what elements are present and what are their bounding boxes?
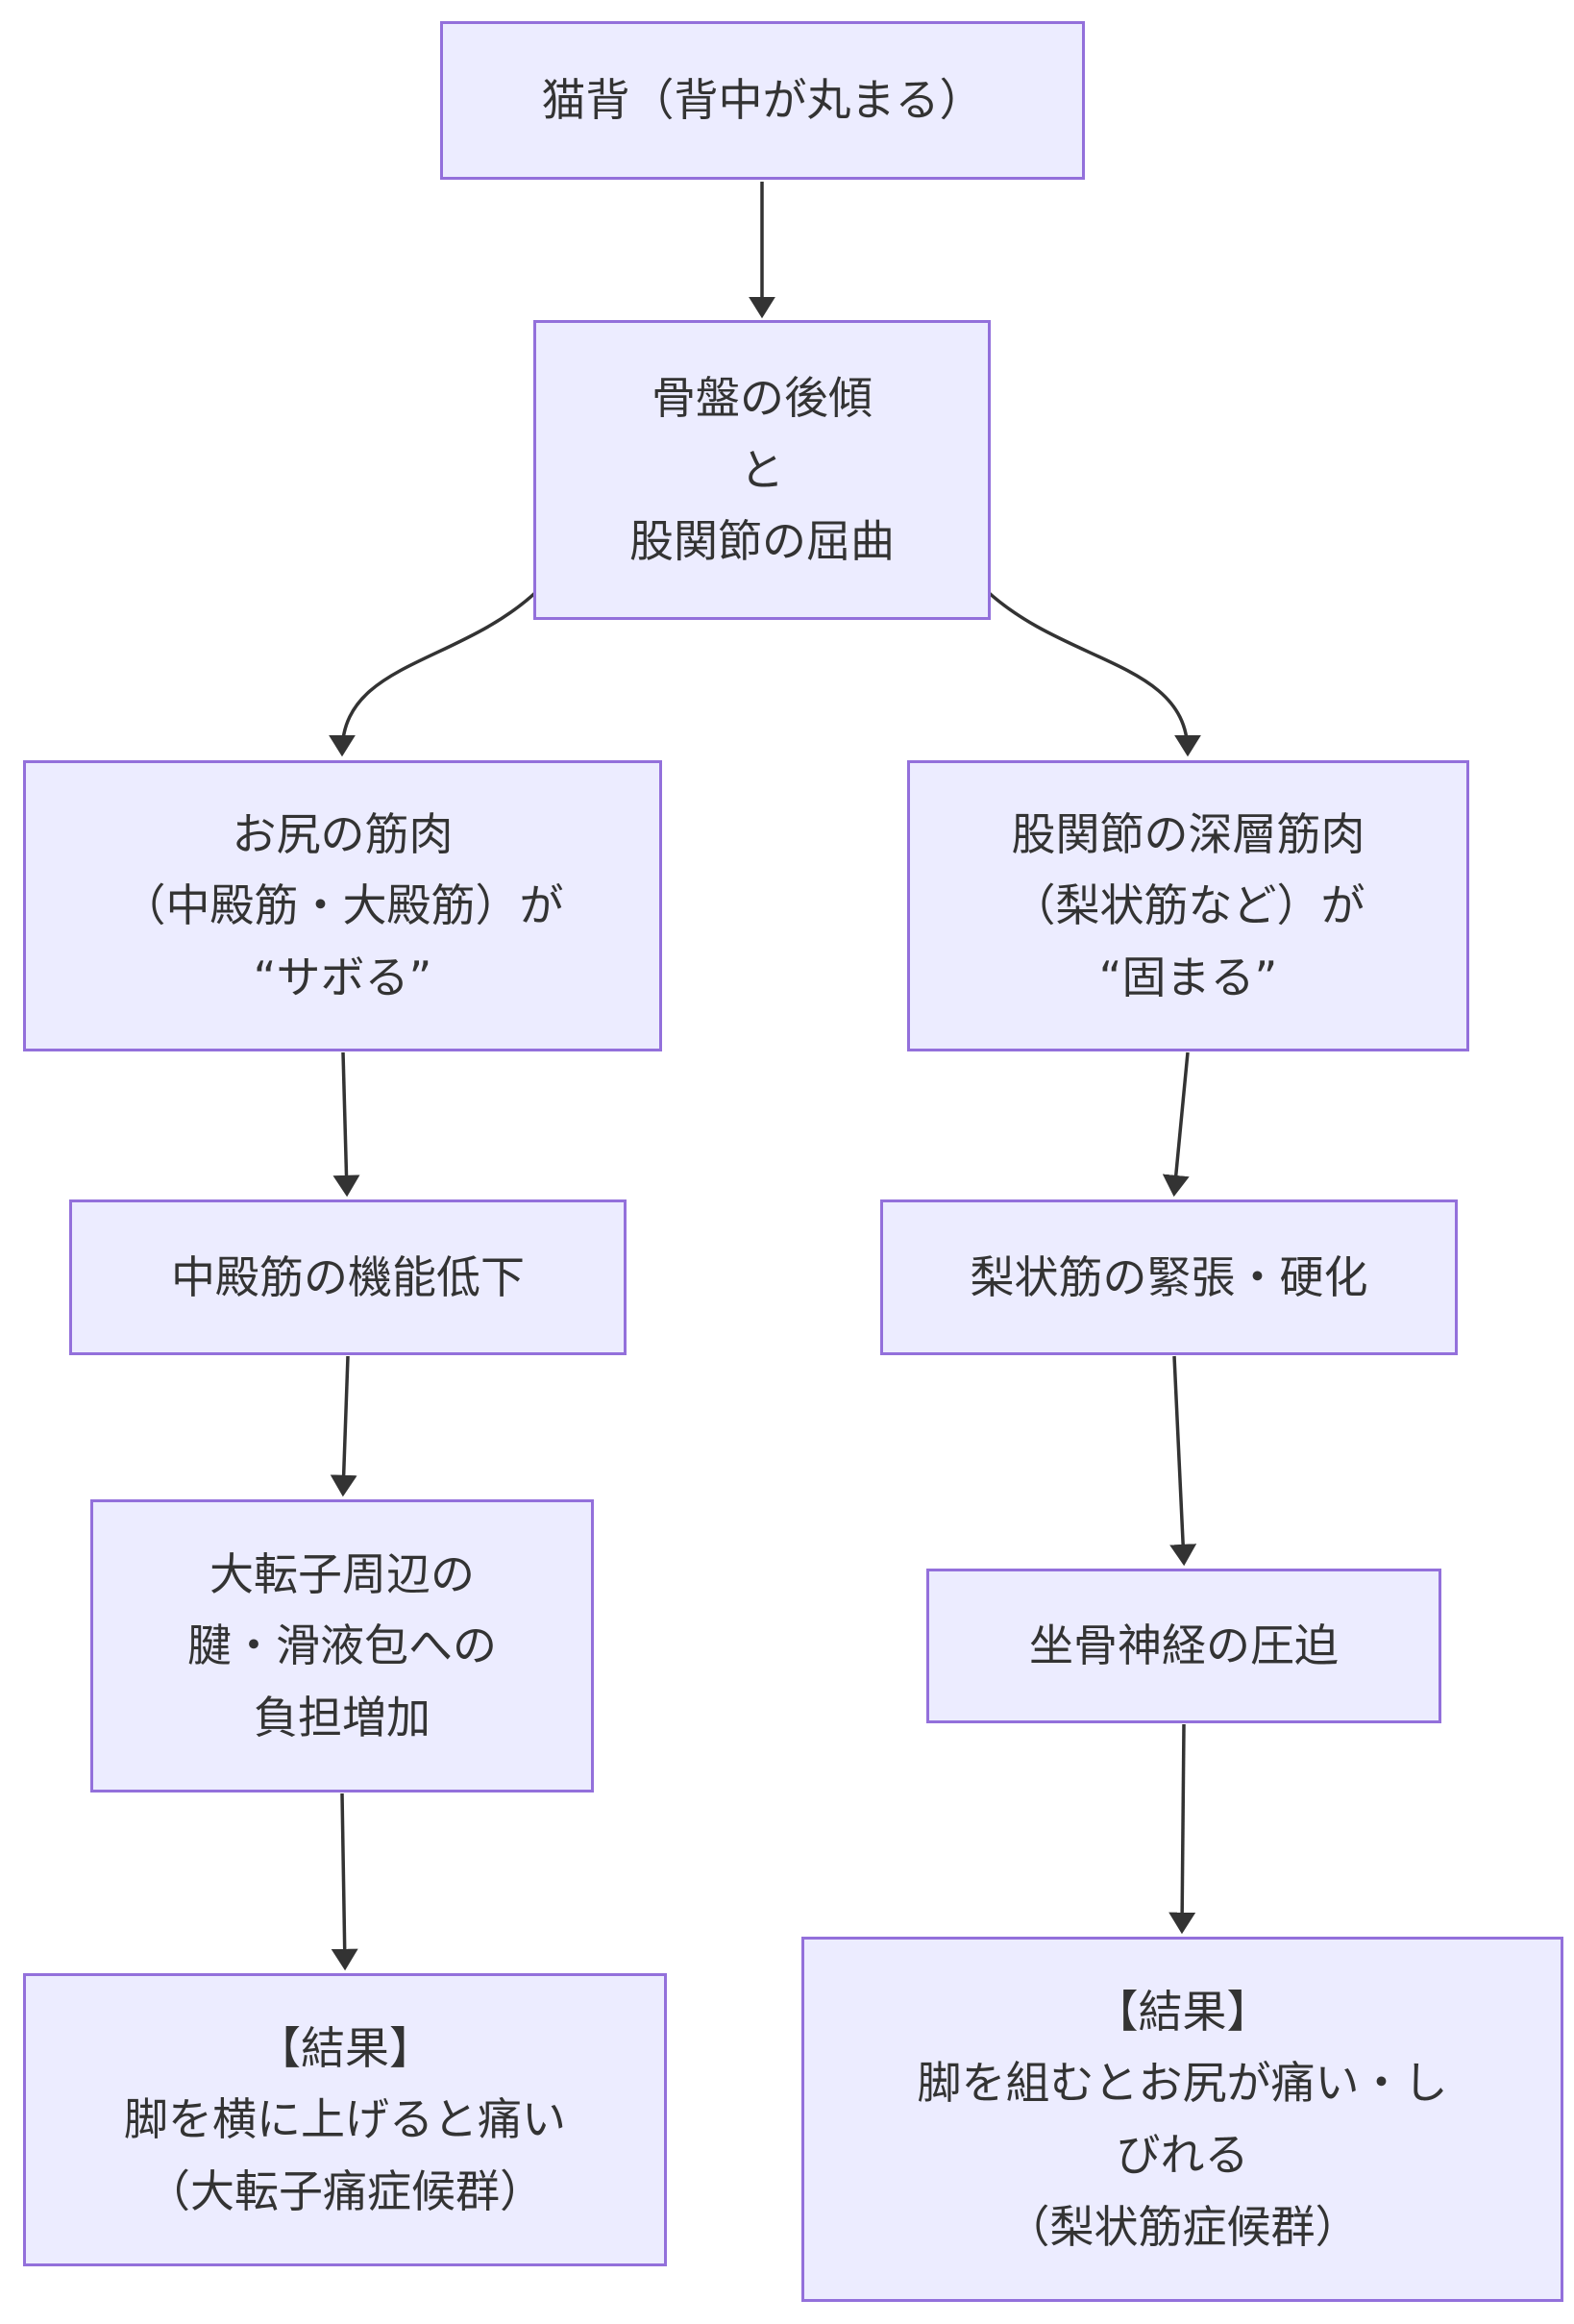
node-glutes-slack: お尻の筋肉 （中殿筋・大殿筋）が “サボる” [23, 760, 662, 1051]
edge-trochanterload-result [331, 1792, 358, 1971]
edge-sciatic-result [1168, 1723, 1196, 1935]
node-label: 猫背（背中が丸まる） [541, 74, 984, 127]
node-label: 股関節の屈曲 [629, 515, 895, 568]
edge-deephip-piriformis [1162, 1051, 1190, 1198]
node-label: 股関節の深層筋肉 [1011, 807, 1365, 860]
node-result-piriformis-syndrome: 【結果】 脚を組むとお尻が痛い・し びれる （梨状筋症候群） [801, 1937, 1563, 2302]
node-result-trochanter-pain: 【結果】 脚を横に上げると痛い （大転子痛症候群） [23, 1973, 667, 2266]
node-label: 腱・滑液包への [187, 1619, 497, 1672]
node-label: “固まる” [1098, 951, 1278, 1003]
edge-piriformis-sciatic [1169, 1355, 1197, 1567]
node-trochanter-load: 大転子周辺の 腱・滑液包への 負担増加 [90, 1499, 594, 1792]
node-label: お尻の筋肉 [232, 807, 454, 860]
edge-pelvis-deephip [984, 588, 1201, 757]
node-label: （梨状筋など）が [1011, 879, 1365, 932]
node-label: 【結果】 [1094, 1985, 1271, 2038]
node-label: と [740, 443, 784, 496]
node-label: 中殿筋の機能低下 [171, 1250, 525, 1303]
node-label: 大転子周辺の [209, 1547, 475, 1600]
node-label: びれる [1116, 2129, 1249, 2181]
edge-glutes-gmed [332, 1051, 360, 1198]
node-label: （中殿筋・大殿筋）が [121, 879, 564, 932]
node-label: 骨盤の後傾 [652, 372, 873, 425]
node-label: 【結果】 [257, 2021, 433, 2074]
node-label: 負担増加 [254, 1691, 430, 1743]
node-label: （梨状筋症候群） [1005, 2200, 1360, 2253]
node-label: “サボる” [253, 951, 432, 1003]
node-label: （大転子痛症候群） [146, 2164, 544, 2217]
node-label: 脚を横に上げると痛い [124, 2093, 566, 2146]
node-deep-hip-stiffen: 股関節の深層筋肉 （梨状筋など）が “固まる” [907, 760, 1469, 1051]
node-label: 坐骨神経の圧迫 [1029, 1619, 1339, 1672]
edge-gmed-trochanterload [330, 1355, 357, 1497]
node-label: 梨状筋の緊張・硬化 [970, 1250, 1368, 1303]
node-sciatic-compression: 坐骨神経の圧迫 [926, 1569, 1441, 1723]
node-pelvis-tilt-hip-flexion: 骨盤の後傾 と 股関節の屈曲 [533, 320, 991, 620]
node-piriformis-tension: 梨状筋の緊張・硬化 [880, 1199, 1458, 1355]
node-nekoze: 猫背（背中が丸まる） [440, 21, 1085, 180]
node-gluteus-medius-decline: 中殿筋の機能低下 [69, 1199, 627, 1355]
node-label: 脚を組むとお尻が痛い・し [917, 2057, 1448, 2110]
edge-pelvis-glutes [329, 588, 540, 757]
